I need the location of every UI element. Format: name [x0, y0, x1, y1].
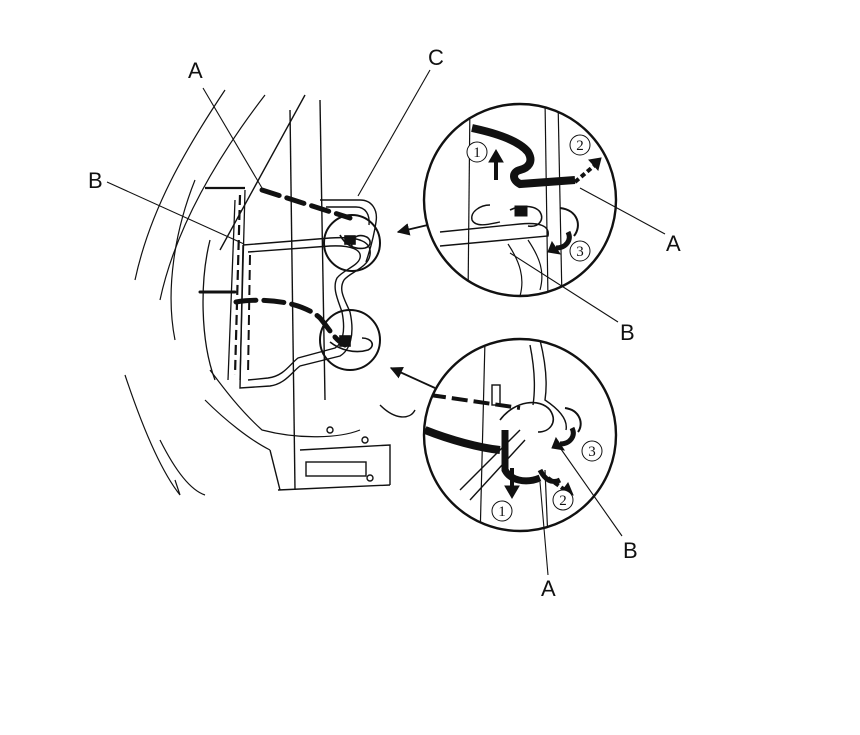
callout-bottom-detail-a: A — [541, 576, 556, 601]
callout-main-c: C — [428, 45, 444, 70]
wire-harness — [198, 187, 353, 348]
bottom-step-3: 3 — [588, 444, 596, 460]
clip-top-main — [339, 234, 371, 250]
clip-bottom-main — [329, 335, 374, 353]
step-markers — [466, 134, 603, 522]
trim-panel — [202, 186, 251, 381]
callout-top-detail-b: B — [620, 320, 635, 345]
callout-bottom-detail-b: B — [623, 538, 638, 563]
pillar — [219, 94, 416, 491]
callout-top-detail-a: A — [666, 231, 681, 256]
callout-main-b: B — [88, 168, 103, 193]
bottom-step-1: 1 — [498, 504, 506, 520]
zoom-circle-bottom — [319, 309, 381, 371]
body-panel — [124, 89, 361, 496]
detail-bottom — [422, 337, 623, 576]
top-step-3: 3 — [576, 244, 584, 260]
detail-arrows — [389, 223, 436, 389]
bottom-step-2: 2 — [559, 493, 567, 509]
leader-lines-main — [106, 69, 431, 245]
top-step-1: 1 — [473, 145, 481, 161]
top-step-2: 2 — [576, 138, 584, 154]
bracket-rod — [239, 199, 378, 389]
zoom-circle-top — [323, 214, 381, 272]
detail-top — [422, 102, 666, 323]
callout-main-a: A — [188, 58, 203, 83]
